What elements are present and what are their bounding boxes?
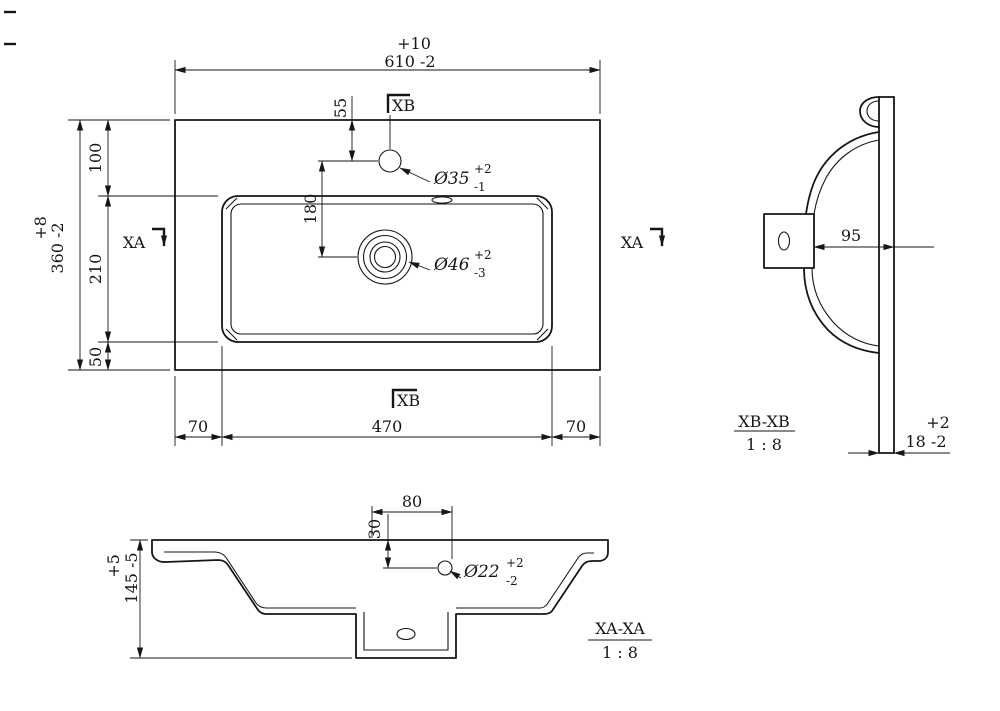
dim-470-label: 470 xyxy=(372,417,403,436)
dim-width-label: 610 -2 xyxy=(384,52,435,71)
dim-70-left-label: 70 xyxy=(188,417,208,436)
bowl-lower-inner xyxy=(811,267,880,347)
overflow-slot xyxy=(431,196,453,204)
drain-boss-slot xyxy=(396,627,416,641)
xa-dimension-lines xyxy=(136,508,462,659)
bowl-upper-inner xyxy=(813,139,880,215)
faucet-diameter-label: Ø35 xyxy=(433,169,470,189)
basin-corner-line xyxy=(225,328,238,341)
dim-80-label: 80 xyxy=(402,492,422,511)
drain-ring-2 xyxy=(362,234,408,280)
basin-corner-line xyxy=(225,197,238,210)
basin-corner-line xyxy=(536,328,549,341)
dim-18-tolerance: +2 xyxy=(926,413,950,432)
faucet-hole xyxy=(378,149,402,173)
section-xa-scale: 1 : 8 xyxy=(602,643,638,662)
rim-curl-outer xyxy=(859,96,880,128)
drain-ring-4 xyxy=(373,245,397,269)
section-xa-view: 80 30 +5 145 -5 Ø22 +2 -2 XA-XA 1 : 8 xyxy=(104,492,652,662)
hole-diameter-label: Ø22 xyxy=(463,562,500,582)
faucet-tol-upper: +2 xyxy=(474,162,492,176)
basin-inner-contour xyxy=(230,203,544,335)
leader-line xyxy=(399,167,431,183)
section-label-xa-left: XA xyxy=(123,233,146,252)
faucet-hole-section xyxy=(437,560,453,576)
drain-tol-upper: +2 xyxy=(474,248,492,262)
dim-55-label: 55 xyxy=(331,98,350,118)
faucet-tol-lower: -1 xyxy=(474,180,486,194)
basin-corner-line xyxy=(536,197,549,210)
drain-box xyxy=(763,213,815,269)
drain-ring-1 xyxy=(357,229,413,285)
bowl-lower-outer xyxy=(803,267,880,354)
drain-boss-inner xyxy=(363,612,449,651)
dim-100-label: 100 xyxy=(86,143,105,174)
section-xb-scale: 1 : 8 xyxy=(746,435,782,454)
section-label-xb-top: XB xyxy=(392,96,415,115)
rim-curl-inner xyxy=(866,100,880,122)
section-label-xb-bottom: XB xyxy=(397,391,420,410)
basin-section-inner-right xyxy=(456,552,594,609)
plan-view: +10 610 -2 55 XB 180 Ø35 +2 -1 Ø46 +2 -3… xyxy=(31,34,666,446)
section-xb-title: XB-XB xyxy=(738,412,789,431)
dim-180-label: 180 xyxy=(301,194,320,225)
dim-145-tolerance: +5 xyxy=(104,554,123,578)
dim-50-label: 50 xyxy=(86,347,105,367)
basin-section-inner-left xyxy=(213,551,356,609)
section-bracket-xa-right xyxy=(650,227,666,247)
drain-box-slot xyxy=(777,231,791,251)
dim-height-tolerance: +8 xyxy=(31,216,50,240)
dim-70-right-label: 70 xyxy=(566,417,586,436)
hole-tol-upper: +2 xyxy=(506,556,524,570)
dim-95-label: 95 xyxy=(841,226,861,245)
section-bracket-xa-left xyxy=(152,227,168,247)
xa-extension-lines xyxy=(130,506,453,659)
basin-outer-contour xyxy=(221,195,553,343)
plan-section-markers xyxy=(152,93,666,408)
leader-line xyxy=(449,570,462,580)
section-bracket-xb-top xyxy=(386,93,410,113)
sink-outline xyxy=(174,119,601,371)
frame-marks xyxy=(4,10,16,46)
drain-ring-3 xyxy=(369,241,401,273)
dim-18-label: 18 -2 xyxy=(905,432,946,451)
section-xa-title: XA-XA xyxy=(595,619,645,638)
drain-diameter-label: Ø46 xyxy=(433,255,470,275)
bowl-upper-outer xyxy=(805,131,880,215)
drain-tol-lower: -3 xyxy=(474,266,486,280)
dim-width-tolerance: +10 xyxy=(397,34,431,53)
hole-tol-lower: -2 xyxy=(506,574,518,588)
dim-145-label: 145 -5 xyxy=(122,552,141,603)
section-xb-view: 95 XB-XB 1 : 8 +2 18 -2 xyxy=(734,96,950,457)
basin-section-outline xyxy=(151,539,609,659)
dim-height-label: 360 -2 xyxy=(48,222,67,273)
dim-30-label: 30 xyxy=(365,519,384,539)
dim-210-label: 210 xyxy=(86,254,105,285)
plan-dimension-lines xyxy=(76,66,601,441)
section-label-xa-right: XA xyxy=(621,233,644,252)
section-bracket-xb-bottom xyxy=(391,388,417,408)
xb-dimension-lines xyxy=(813,243,950,457)
leader-line xyxy=(408,261,431,271)
